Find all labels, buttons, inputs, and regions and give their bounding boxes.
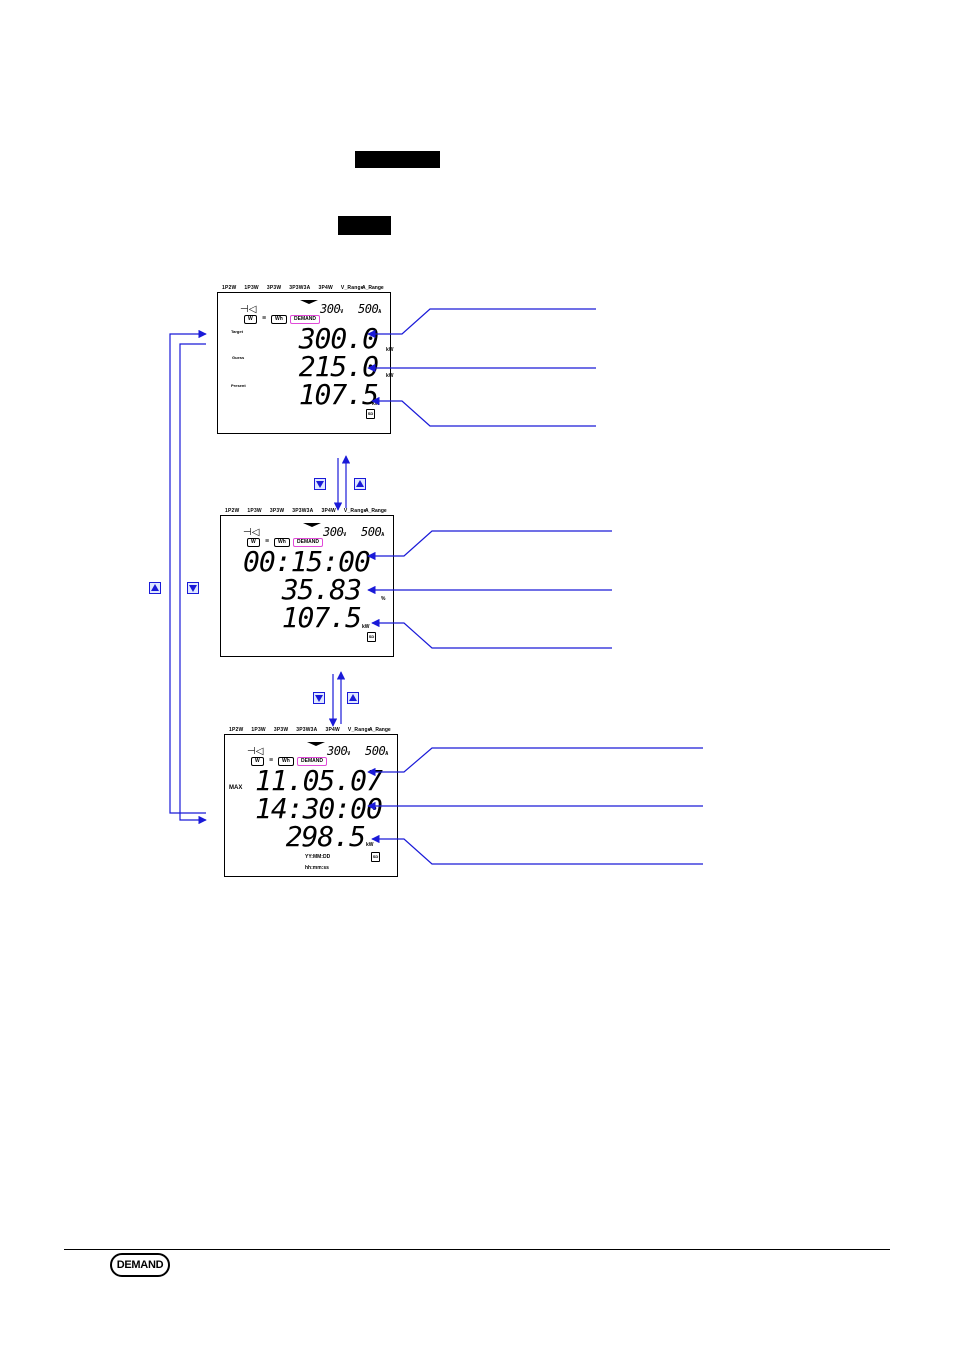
- value-percent: 35.83: [281, 573, 362, 606]
- down-arrow-key-icon: [314, 478, 326, 490]
- a-range-value: 500A: [361, 525, 384, 539]
- bar-indicator-icon: [303, 523, 321, 527]
- mode-1p2w: 1P2W: [222, 285, 237, 291]
- equals-icon: ≡: [265, 538, 270, 545]
- v-range-value: 300V: [323, 525, 346, 539]
- mode-3p4w: 3P4W: [325, 727, 340, 733]
- v-range-label: V_Range: [343, 508, 367, 514]
- down-arrow-key-icon: [313, 692, 325, 704]
- unit-present: kW: [362, 624, 370, 630]
- tag-w: W: [251, 757, 264, 766]
- mode-row: 1P2W 1P3W 3P3W 3P3W3A 3P4W V_Range: [225, 508, 375, 514]
- a-range-label: A_Range: [362, 285, 384, 291]
- bar-indicator-icon: [300, 300, 318, 304]
- redacted-label-1: [355, 151, 440, 168]
- tag-wh: Wh: [278, 757, 294, 766]
- sd-card-icon: SD: [366, 409, 375, 419]
- mode-3p3w3a: 3P3W3A: [296, 727, 318, 733]
- unit-max-demand: kW: [366, 842, 374, 848]
- mode-1p3w: 1P3W: [247, 508, 262, 514]
- sd-card-icon: SD: [367, 632, 376, 642]
- value-target: 300.0: [298, 322, 379, 355]
- value-interval-time: 00:15:00: [243, 545, 371, 578]
- mode-3p3w3a: 3P3W3A: [289, 285, 311, 291]
- plug-icon: ⊣◁: [240, 304, 257, 315]
- tag-demand: DEMAND: [290, 315, 320, 324]
- redacted-label-2: [338, 216, 391, 235]
- label-max: MAX: [229, 785, 243, 791]
- callout-interval: [367, 530, 612, 561]
- mode-row: 1P2W 1P3W 3P3W 3P3W3A 3P4W V_Range: [222, 285, 372, 291]
- unit-guess: kW: [386, 373, 394, 379]
- a-range-label: A_Range: [369, 727, 391, 733]
- callout-present: [371, 396, 596, 427]
- time-format-label: hh:mm:ss: [305, 865, 329, 871]
- v-range-label: V_Range: [347, 727, 371, 733]
- tag-demand: DEMAND: [293, 538, 323, 547]
- a-range-value: 500A: [358, 302, 381, 316]
- value-max-demand: 298.5: [285, 820, 366, 853]
- mode-1p3w: 1P3W: [244, 285, 259, 291]
- equals-icon: ≡: [262, 315, 267, 322]
- unit-percent: %: [381, 596, 386, 602]
- v-range-value: 300V: [320, 302, 343, 316]
- callout-max-demand: [371, 834, 703, 865]
- unit-target: kW: [386, 347, 394, 353]
- value-present: 107.5: [298, 378, 379, 411]
- callout-target: [367, 308, 596, 339]
- tag-w: W: [247, 538, 260, 547]
- value-max-time: 14:30:00: [255, 792, 383, 825]
- bar-indicator-icon: [307, 742, 325, 746]
- value-max-date: 11.05.07: [255, 764, 383, 797]
- mode-1p2w: 1P2W: [225, 508, 240, 514]
- lcd-screen-target: 1P2W 1P3W 3P3W 3P3W3A 3P4W V_Range A_Range 30…: [217, 285, 394, 434]
- label-target: Target: [231, 329, 243, 334]
- lcd-screen-time: 1P2W 1P3W 3P3W 3P3W3A 3P4W V_Range A_Range 30…: [220, 508, 394, 657]
- tag-wh: Wh: [271, 315, 287, 324]
- mode-3p3w3a: 3P3W3A: [292, 508, 314, 514]
- mode-row: 1P2W 1P3W 3P3W 3P3W3A 3P4W V_Range: [229, 727, 379, 733]
- mode-3p3w: 3P3W: [266, 285, 282, 291]
- mode-3p3w: 3P3W: [269, 508, 285, 514]
- plug-icon: ⊣◁: [247, 746, 264, 757]
- label-guess: Guess: [232, 355, 245, 360]
- callout-present-2: [371, 618, 612, 649]
- up-arrow-key-icon: [354, 478, 366, 490]
- v-range-value: 300V: [327, 744, 350, 758]
- callout-max-date: [367, 747, 703, 777]
- mode-1p3w: 1P3W: [251, 727, 266, 733]
- plug-icon: ⊣◁: [243, 527, 260, 538]
- mode-3p4w: 3P4W: [318, 285, 333, 291]
- date-format-label: YY:MM:DD: [305, 854, 331, 860]
- tag-demand: DEMAND: [297, 757, 327, 766]
- demand-key-icon: DEMAND: [110, 1253, 170, 1277]
- mode-3p4w: 3P4W: [321, 508, 336, 514]
- a-range-value: 500A: [365, 744, 388, 758]
- a-range-label: A_Range: [365, 508, 387, 514]
- value-present: 107.5: [281, 601, 362, 634]
- equals-icon: ≡: [269, 757, 274, 764]
- loop-arrow-down: [179, 343, 207, 825]
- value-guess: 215.0: [298, 350, 379, 383]
- loop-arrow-up: [169, 329, 207, 814]
- label-present: Present: [231, 383, 246, 388]
- up-arrow-key-icon: [149, 582, 161, 594]
- v-range-label: V_Range: [340, 285, 364, 291]
- footer-rule: [64, 1249, 890, 1250]
- mode-3p3w: 3P3W: [273, 727, 289, 733]
- up-arrow-key-icon: [347, 692, 359, 704]
- down-arrow-key-icon: [187, 582, 199, 594]
- mode-1p2w: 1P2W: [229, 727, 244, 733]
- tag-wh: Wh: [274, 538, 290, 547]
- tag-w: W: [244, 315, 257, 324]
- sd-card-icon: SD: [371, 852, 380, 862]
